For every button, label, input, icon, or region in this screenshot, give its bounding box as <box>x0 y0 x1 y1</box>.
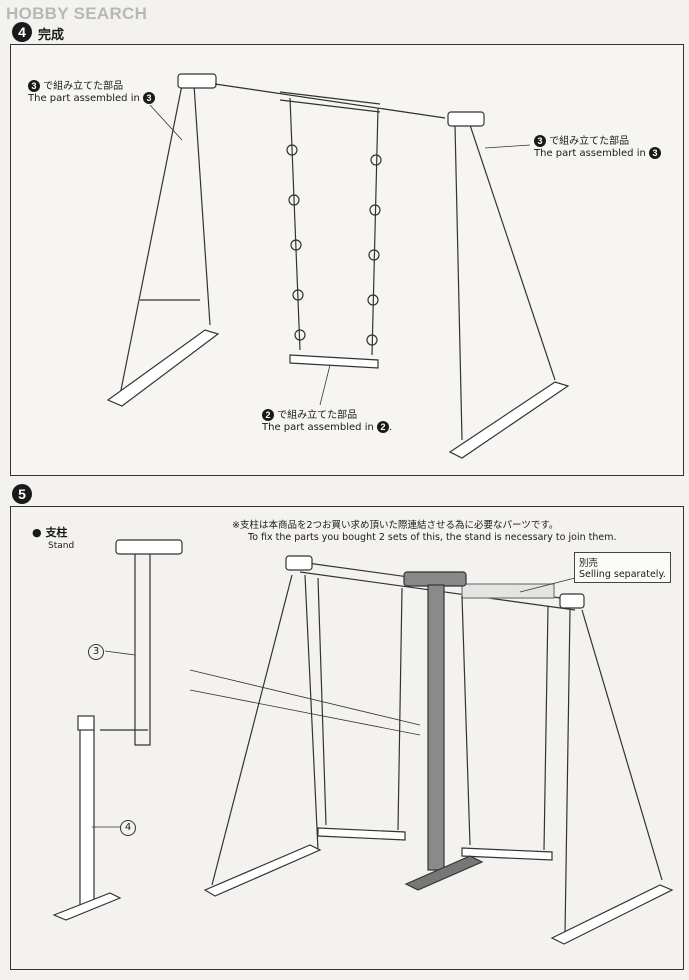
logo-search: SEARCH <box>73 4 148 23</box>
part-3-label: 3 <box>88 644 104 660</box>
stand-parts <box>52 539 183 921</box>
callout-bottom-num: 2 <box>262 409 274 421</box>
callout-right-jp: で組み立てた部品 <box>549 136 630 147</box>
callout-left-num-2: 3 <box>143 92 156 104</box>
step-4-badge: 4 <box>12 22 32 42</box>
note-jp: ※支柱は本商品を2つお買い求め頂いた際連結させる為に必要なパーツです。 <box>232 520 559 531</box>
callout-left-jp: で組み立てた部品 <box>43 81 124 92</box>
callout-right: 3 で組み立てた部品 The part assembled in 3 <box>534 132 662 159</box>
step4-chains <box>286 97 382 356</box>
stand-title: ● 支柱 <box>32 526 68 539</box>
callout-left-num: 3 <box>28 80 40 92</box>
step5-double-swing <box>189 555 674 945</box>
sold-separately-jp: 別売 <box>579 558 599 569</box>
callout-right-num-2: 3 <box>649 147 662 159</box>
step4-right-aframe <box>447 111 570 459</box>
logo-hobby: HOBBY <box>6 4 69 23</box>
callout-left-en: The part assembled in <box>28 93 140 104</box>
stand-title-jp: 支柱 <box>45 526 68 539</box>
step-5-panel <box>10 506 684 970</box>
callout-left: 3 で組み立てた部品 The part assembled in 3 <box>28 77 156 104</box>
step4-top-bar <box>214 83 446 119</box>
callout-bottom-en: The part assembled in <box>262 422 374 433</box>
step4-left-aframe <box>106 73 220 407</box>
step4-seat <box>289 354 379 369</box>
hobby-search-logo: HOBBY SEARCH <box>6 4 147 24</box>
note-en: To fix the parts you bought 2 sets of th… <box>248 532 617 543</box>
sold-separately-box: 別売 Selling separately. <box>574 552 671 583</box>
callout-bottom-jp: で組み立てた部品 <box>277 410 358 421</box>
callout-bottom: 2 で組み立てた部品 The part assembled in 2. <box>262 409 393 433</box>
stand-title-en: Stand <box>48 541 75 551</box>
sold-separately-en: Selling separately. <box>579 569 666 580</box>
grey-stand <box>403 571 484 891</box>
callout-right-num: 3 <box>534 135 546 147</box>
part-4-label: 4 <box>120 820 136 836</box>
callout-bottom-num-2: 2 <box>377 421 390 433</box>
callout-right-en: The part assembled in <box>534 148 646 159</box>
step-4-title: 完成 <box>38 28 65 43</box>
step-5-badge: 5 <box>12 484 32 504</box>
